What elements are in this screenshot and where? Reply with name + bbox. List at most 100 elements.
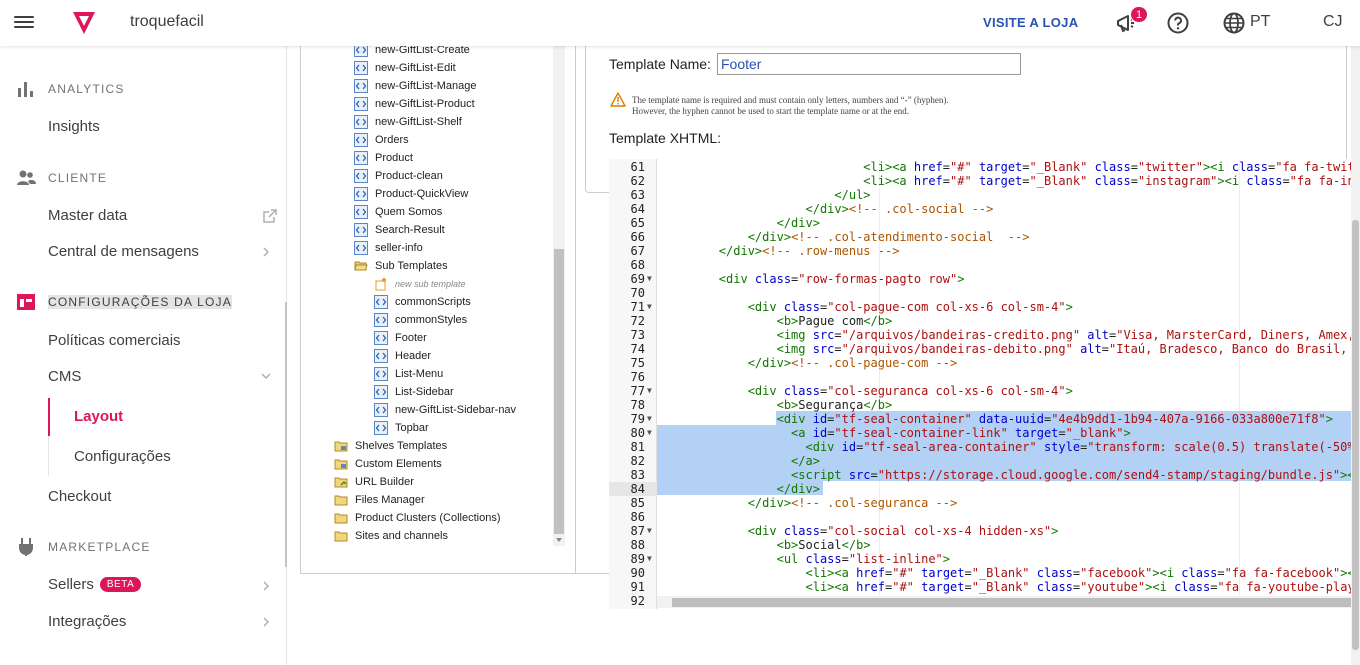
sidebar-item-layout[interactable]: Layout [74,408,124,425]
chevron-right-icon[interactable] [260,246,272,258]
code-line[interactable]: 92 [609,594,1352,608]
fold-arrow-icon[interactable]: ▼ [647,554,652,563]
sidebar-item-insights[interactable]: Insights [48,118,100,135]
sidebar-item-cms[interactable]: CMS [48,368,82,385]
code-line[interactable]: 75 </div><!-- .col-pague-com --> [609,356,1352,370]
code-line[interactable]: 85 </div><!-- .col-seguranca --> [609,496,1352,510]
template-icon [354,169,368,183]
language-selector[interactable]: PT [1250,13,1271,30]
code-line[interactable]: 89▼ <ul class="list-inline"> [609,552,1352,566]
code-line[interactable]: 64 </div><!-- .col-social --> [609,202,1352,216]
tree-item[interactable]: Product Clusters (Collections) [334,509,501,527]
tree-item[interactable]: Quem Somos [354,203,442,221]
scroll-down-icon[interactable] [554,535,564,545]
tree-item[interactable]: commonStyles [374,311,467,329]
user-avatar[interactable]: CJ [1323,13,1343,30]
code-line[interactable]: 66 </div><!-- .col-atendimento-social --… [609,230,1352,244]
chevron-right-icon[interactable] [260,580,272,592]
fold-arrow-icon[interactable]: ▼ [647,274,652,283]
visit-store-link[interactable]: VISITE A LOJA [983,15,1079,30]
fold-arrow-icon[interactable]: ▼ [647,428,652,437]
code-line[interactable]: 80▼ <a id="tf-seal-container-link" targe… [609,426,1352,440]
chevron-right-icon[interactable] [260,616,272,628]
tree-item[interactable]: new-GiftList-Create [354,46,470,59]
sidebar-item-checkout[interactable]: Checkout [48,488,112,505]
code-line[interactable]: 71▼ <div class="col-pague-com col-xs-6 c… [609,300,1352,314]
tree-item[interactable]: Sites and channels [334,527,448,545]
code-editor[interactable]: 61 <li><a href="#" target="_Blank" class… [609,159,1352,609]
fold-arrow-icon[interactable]: ▼ [647,386,652,395]
page-scrollbar-thumb[interactable] [1352,220,1359,650]
sidebar-scrollbar[interactable] [285,302,287,567]
tree-item-label: new sub template [395,279,466,289]
bar-chart-icon [18,82,33,97]
tree-item[interactable]: Product [354,149,413,167]
code-line[interactable]: 78 <b>Segurança</b> [609,398,1352,412]
template-name-input[interactable] [717,53,1021,75]
sidebar-item-politicas-comerciais[interactable]: Políticas comerciais [48,332,181,349]
code-line[interactable]: 82 </a> [609,454,1352,468]
tree-item-label: new-GiftList-Sidebar-nav [395,404,517,416]
sidebar-item-integracoes[interactable]: Integrações [48,613,127,630]
fold-arrow-icon[interactable]: ▼ [647,414,652,423]
code-line[interactable]: 74 <img src="/arquivos/bandeiras-debito.… [609,342,1352,356]
code-line[interactable]: 77▼ <div class="col-seguranca col-xs-6 c… [609,384,1352,398]
code-line[interactable]: 88 <b>Social</b> [609,538,1352,552]
vtex-logo-icon[interactable] [70,9,98,37]
code-line[interactable]: 86 [609,510,1352,524]
tree-item[interactable]: Sub Templates [354,257,448,275]
tree-item[interactable]: new sub template [374,275,466,293]
code-line[interactable]: 90 <li><a href="#" target="_Blank" class… [609,566,1352,580]
tree-item[interactable]: Topbar [374,419,429,437]
tree-item[interactable]: Shelves Templates [334,437,447,455]
code-line[interactable]: 62 <li><a href="#" target="_Blank" class… [609,174,1352,188]
code-line[interactable]: 67 </div><!-- .row-menus --> [609,244,1352,258]
code-line[interactable]: 79▼ <div id="tf-seal-container" data-uui… [609,412,1352,426]
tree-item[interactable]: new-GiftList-Sidebar-nav [374,401,516,419]
tree-item[interactable]: seller-info [354,239,423,257]
code-line[interactable]: 84 </div> [609,482,1352,496]
external-link-icon[interactable] [262,208,278,224]
code-line[interactable]: 68 [609,258,1352,272]
tree-item[interactable]: Files Manager [334,491,425,509]
menu-icon[interactable] [14,13,34,33]
sidebar-item-central-mensagens[interactable]: Central de mensagens [48,243,199,260]
code-line[interactable]: 72 <b>Pague com</b> [609,314,1352,328]
code-line[interactable]: 87▼ <div class="col-social col-xs-4 hidd… [609,524,1352,538]
code-line[interactable]: 91 <li><a href="#" target="_Blank" class… [609,580,1352,594]
fold-arrow-icon[interactable]: ▼ [647,526,652,535]
code-line[interactable]: 70 [609,286,1352,300]
tree-item[interactable]: Header [374,347,431,365]
tree-item[interactable]: new-GiftList-Manage [354,77,477,95]
tree-item[interactable]: new-GiftList-Edit [354,59,456,77]
tree-item[interactable]: Orders [354,131,409,149]
tree-item[interactable]: URL Builder [334,473,414,491]
help-icon[interactable] [1166,11,1190,35]
tree-item[interactable]: List-Sidebar [374,383,454,401]
sidebar-item-master-data[interactable]: Master data [48,207,128,224]
code-line[interactable]: 65 </div> [609,216,1352,230]
tree-item[interactable]: new-GiftList-Product [354,95,475,113]
code-line[interactable]: 63 </ul> [609,188,1352,202]
code-line[interactable]: 61 <li><a href="#" target="_Blank" class… [609,160,1352,174]
code-line[interactable]: 81 <div id="tf-seal-area-container" styl… [609,440,1352,454]
tree-item[interactable]: Product-QuickView [354,185,468,203]
tree-item[interactable]: Product-clean [354,167,443,185]
fold-arrow-icon[interactable]: ▼ [647,302,652,311]
tree-item[interactable]: new-GiftList-Shelf [354,113,462,131]
code-line[interactable]: 73 <img src="/arquivos/bandeiras-credito… [609,328,1352,342]
tree-item[interactable]: List-Menu [374,365,443,383]
code-line[interactable]: 76 [609,370,1352,384]
globe-icon[interactable] [1222,11,1246,35]
tree-item[interactable]: Custom Elements [334,455,442,473]
code-hscroll-thumb[interactable] [672,598,1352,607]
tree-item[interactable]: Footer [374,329,427,347]
tree-scrollbar-thumb[interactable] [554,249,564,534]
code-line[interactable]: 69▼ <div class="row-formas-pagto row"> [609,272,1352,286]
tree-item[interactable]: Search-Result [354,221,445,239]
sidebar-item-configuracoes[interactable]: Configurações [74,448,171,465]
chevron-down-icon[interactable] [260,370,272,382]
code-line[interactable]: 83 <script src="https://storage.cloud.go… [609,468,1352,482]
tree-item[interactable]: commonScripts [374,293,471,311]
